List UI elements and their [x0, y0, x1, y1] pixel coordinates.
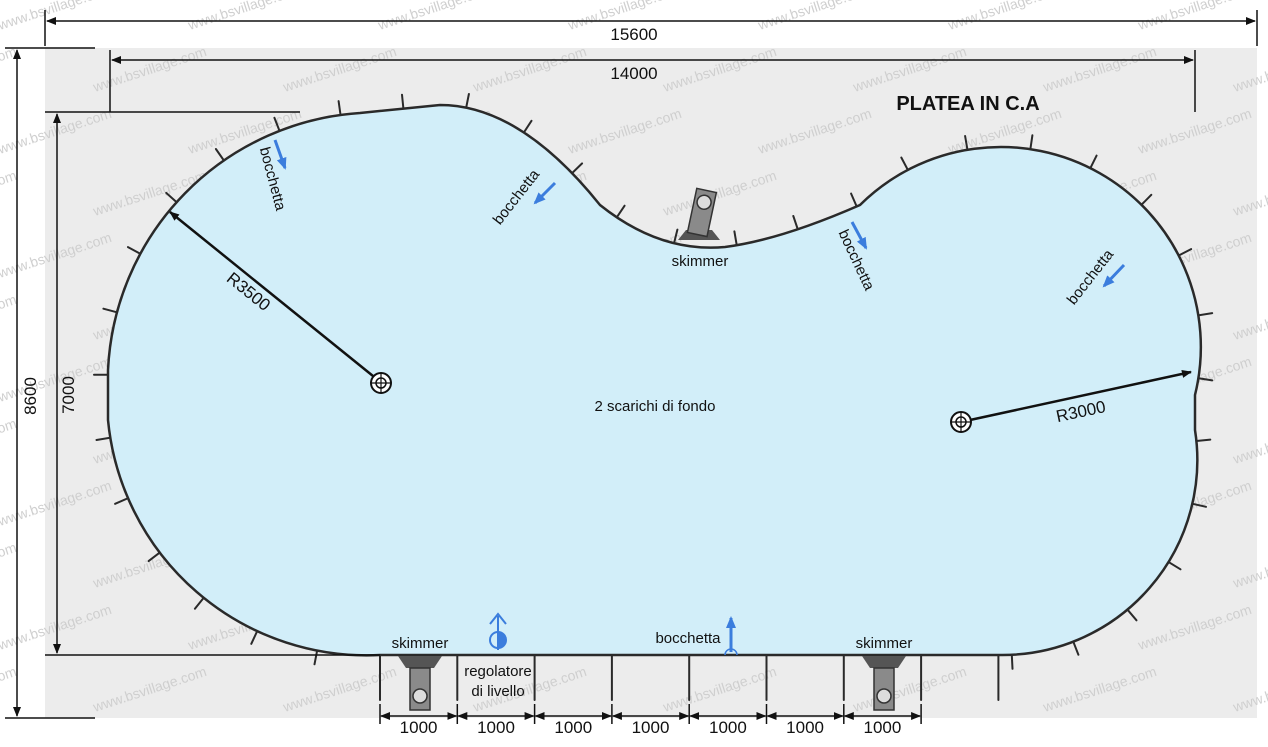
- pool-width-label: 14000: [610, 64, 657, 83]
- skimmer-bottom-right: skimmer: [856, 635, 913, 711]
- drain-left: [370, 372, 392, 394]
- overall-height-label: 8600: [21, 377, 40, 415]
- segment-dimension-label: 1000: [786, 718, 824, 737]
- watermark-text: www.bsvillage.com: [0, 291, 18, 343]
- watermark-text: www.bsvillage.com: [0, 539, 18, 591]
- watermark-text: www.bsvillage.com: [1135, 0, 1253, 33]
- watermark-text: www.bsvillage.com: [0, 167, 18, 219]
- skimmer-top: skimmer: [672, 187, 729, 270]
- watermark-text: www.bsvillage.com: [0, 663, 18, 715]
- slab-title: PLATEA IN C.A: [896, 93, 1039, 115]
- skimmer-right-label: skimmer: [856, 635, 913, 652]
- skimmer-left-label: skimmer: [392, 635, 449, 652]
- watermark-text: www.bsvillage.com: [0, 43, 18, 95]
- watermark-text: www.bsvillage.com: [945, 0, 1063, 33]
- watermark-text: www.bsvillage.com: [185, 0, 303, 33]
- skimmer-bottom-left: skimmer: [392, 635, 449, 711]
- segment-dimension-label: 1000: [632, 718, 670, 737]
- segment-dimension-label: 1000: [400, 718, 438, 737]
- pool-height-label: 7000: [59, 376, 78, 414]
- regulator-label-2: di livello: [471, 683, 524, 700]
- dimension-overall-width: [44, 10, 1258, 46]
- inlet-bottom-label: bocchetta: [655, 630, 721, 647]
- segment-dimension-label: 1000: [554, 718, 592, 737]
- pool-water-outline: [106, 103, 1203, 657]
- drains-label: 2 scarichi di fondo: [595, 398, 716, 415]
- dimension-overall-height: [5, 47, 95, 719]
- watermark-text: www.bsvillage.com: [755, 0, 873, 33]
- dimension-pool-height: [45, 111, 380, 656]
- inlet-bottom: bocchetta: [655, 616, 738, 656]
- watermark-text: www.bsvillage.com: [0, 415, 18, 467]
- overall-width-label: 15600: [610, 25, 657, 44]
- segment-dimension-label: 1000: [477, 718, 515, 737]
- dimension-segments: 1000 1000 1000 1000 1000 1000 1000: [379, 704, 922, 737]
- segment-dimension-label: 1000: [709, 718, 747, 737]
- level-regulator: regolatore di livello: [464, 612, 532, 700]
- skimmer-top-label: skimmer: [672, 253, 729, 270]
- regulator-label-1: regolatore: [464, 663, 532, 680]
- watermark-text: www.bsvillage.com: [375, 0, 493, 33]
- dimension-pool-width: [109, 50, 1196, 112]
- drain-right: [950, 411, 972, 433]
- segment-dimension-label: 1000: [863, 718, 901, 737]
- watermark-text: www.bsvillage.com: [0, 0, 113, 33]
